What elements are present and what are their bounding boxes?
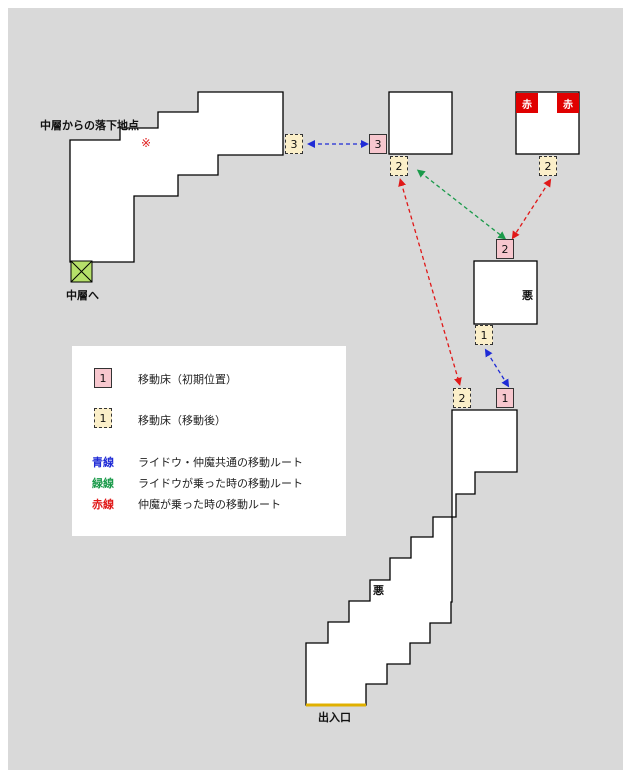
platform-moved-2-a: 2 (390, 156, 408, 176)
route-red-right (511, 178, 552, 240)
platform-moved-2-b: 2 (539, 156, 557, 176)
fall-point-mark: ※ (141, 136, 152, 150)
legend-blue-key: 青線 (92, 456, 114, 469)
room-lower-staircase (305, 409, 518, 706)
to-middle-label: 中層へ (66, 289, 99, 302)
red-marker-1: 赤 (516, 93, 538, 113)
legend-panel: 1 移動床（初期位置） 1 移動床（移動後） 青線 ライドウ・仲魔共通の移動ルー… (72, 346, 346, 536)
platform-initial-2: 2 (496, 239, 514, 259)
legend-red-text: 仲魔が乗った時の移動ルート (138, 498, 281, 511)
room-upper-left (69, 91, 284, 263)
platform-moved-3: 3 (285, 134, 303, 154)
room-right-middle (473, 260, 538, 325)
legend-initial-text: 移動床（初期位置） (138, 373, 237, 386)
legend-blue-text: ライドウ・仲魔共通の移動ルート (138, 456, 303, 469)
fall-point-label: 中層からの落下地点 (40, 119, 139, 132)
red-marker-2: 赤 (557, 93, 579, 113)
entrance-label: 出入口 (318, 711, 351, 724)
platform-moved-2-c: 2 (453, 388, 471, 408)
legend-green-text: ライドウが乗った時の移動ルート (138, 477, 303, 490)
platform-initial-3: 3 (369, 134, 387, 154)
legend-moved-swatch: 1 (94, 408, 112, 428)
demon-marker-2: 悪 (373, 584, 384, 597)
legend-green-key: 緑線 (92, 477, 114, 490)
legend-moved-text: 移動床（移動後） (138, 414, 226, 427)
route-blue-bottom (484, 348, 510, 388)
legend-red-key: 赤線 (92, 498, 114, 511)
platform-initial-1: 1 (496, 388, 514, 408)
demon-marker-1: 悪 (522, 289, 533, 302)
platform-moved-1: 1 (475, 325, 493, 345)
room-top-middle (388, 91, 453, 155)
drop-hole-icon (70, 260, 93, 283)
legend-initial-swatch: 1 (94, 368, 112, 388)
